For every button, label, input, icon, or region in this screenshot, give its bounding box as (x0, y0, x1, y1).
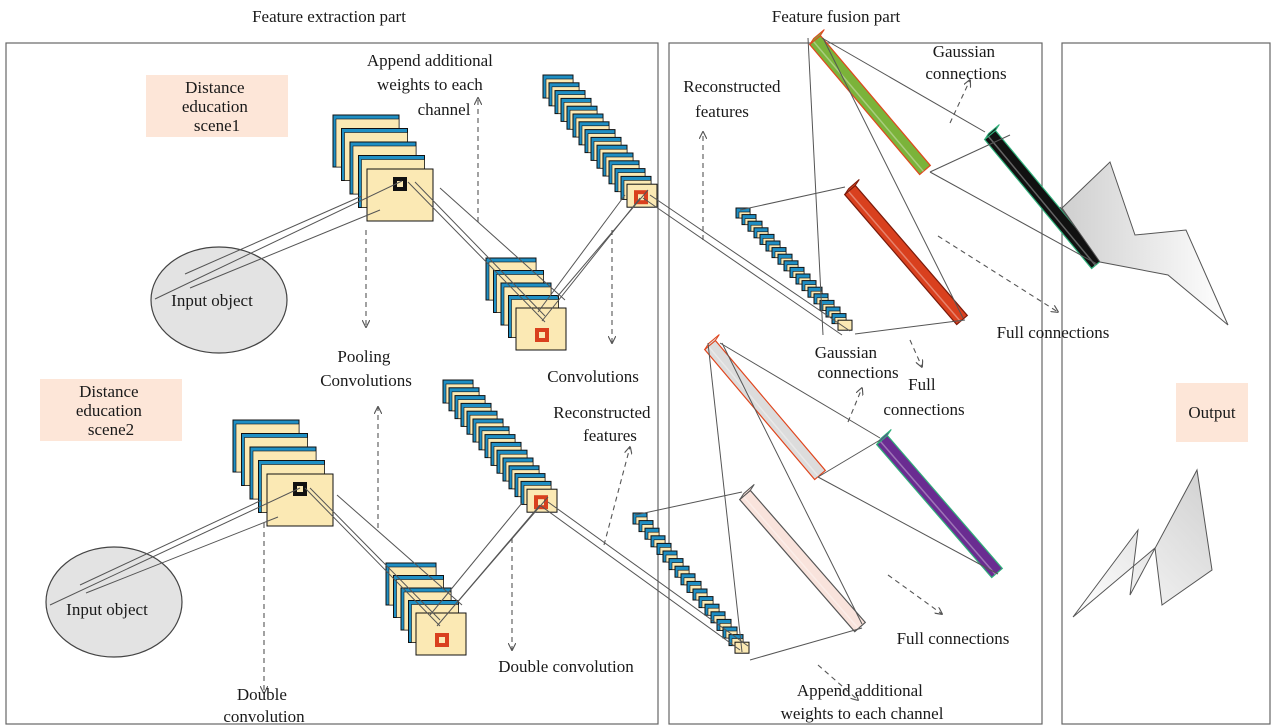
output-box (1176, 383, 1248, 442)
svg-text:Double convolution: Double convolution (223, 685, 305, 726)
gaussian-top-1: Gaussian (933, 42, 996, 61)
red-full-bar (843, 179, 969, 326)
svg-text:Pooling Convolutions: Pooling Convolutions (320, 347, 412, 390)
pooling-label-2: Convolutions (320, 371, 412, 390)
output-label: Output (1188, 403, 1236, 422)
fusion-bars (703, 29, 1104, 633)
grey-gaussian-bar (703, 334, 827, 481)
fusion-section-title: Feature fusion part (772, 7, 901, 26)
fusion-panel (668, 42, 1043, 725)
feature-stack-2c (442, 379, 558, 513)
reconstructed-top-1: Reconstructed (683, 77, 781, 96)
scene2-line1: Distance (79, 382, 138, 401)
gaussian-top-2: connections (925, 64, 1006, 83)
svg-text:Reconstructed features: Reconstructed features (553, 403, 655, 445)
extraction-section-title: Feature extraction part (252, 7, 406, 26)
extraction-panel (5, 42, 659, 725)
append-weights-bottom-1: Append additional (797, 681, 923, 700)
svg-text:Reconstructed features: Reconstructed features (683, 77, 785, 121)
feature-stack-1b (485, 257, 567, 351)
input-object-2: Input object (45, 546, 183, 658)
feature-stack-2a (232, 419, 334, 527)
gaussian-mid-1: Gaussian (815, 343, 878, 362)
feature-stack-1a (332, 114, 434, 222)
gaussian-mid-2: connections (817, 363, 898, 382)
scene1-line3: scene1 (194, 116, 240, 135)
convolutions-label: Convolutions (547, 367, 639, 386)
full-conn-bottom-label: Full connections (897, 629, 1010, 648)
input-object-2-label: Input object (66, 600, 148, 619)
svg-text:Full connections: Full connections (883, 375, 964, 419)
pooling-label-1: Pooling (337, 347, 390, 366)
double-conv-bottom-2: convolution (223, 707, 305, 726)
svg-text:Distance education: Distance education scene2 (76, 382, 146, 439)
dashed-arrows (264, 80, 1058, 700)
reconstructed-mid-2: features (583, 426, 637, 445)
output-panel (1061, 42, 1271, 725)
feature-map-stacks (232, 74, 853, 656)
reconstructed-stack-1 (735, 207, 853, 331)
append-weights-top-3: channel (418, 100, 471, 119)
purple-gaussian-bar (875, 429, 1004, 579)
reconstructed-top-2: features (695, 102, 749, 121)
full-conn-mid-1: Full (908, 375, 936, 394)
input-object-1-label: Input object (171, 291, 253, 310)
full-conn-mid-2: connections (883, 400, 964, 419)
scene2-line3: scene2 (88, 420, 134, 439)
svg-text:Gaussian connections: Gaussian connections (925, 42, 1006, 83)
double-conv-mid-label: Double convolution (498, 657, 634, 676)
append-weights-bottom-2: weights to each channel (781, 704, 944, 723)
svg-text:Distance education: Distance education scene1 (182, 78, 252, 135)
scene2-line2: education (76, 401, 143, 420)
scene1-line2: education (182, 97, 249, 116)
annotation-labels: Append additional weights to each channe… (223, 42, 1109, 726)
double-conv-bottom-1: Double (237, 685, 287, 704)
svg-text:Append additional weight: Append additional weights to each channe… (781, 681, 944, 723)
green-gaussian-bar (808, 29, 932, 176)
input-object-1: Input object (150, 246, 288, 354)
output-shapes: Output (1061, 161, 1248, 618)
reconstructed-mid-1: Reconstructed (553, 403, 651, 422)
connection-lines (49, 37, 1103, 661)
scene1-box: Distance education scene1 (146, 75, 288, 137)
svg-text:Append additional weight: Append additional weights to each channe… (367, 51, 497, 119)
pink-full-bar (738, 484, 867, 633)
scene2-box: Distance education scene2 (40, 379, 182, 441)
reconstructed-stack-2 (632, 512, 750, 654)
svg-text:Gaussian connections: Gaussian connections (815, 343, 899, 382)
scene1-line1: Distance (185, 78, 244, 97)
append-weights-top-1: Append additional (367, 51, 493, 70)
full-conn-right-label: Full connections (997, 323, 1110, 342)
feature-stack-1c (542, 74, 658, 208)
append-weights-top-2: weights to each (377, 75, 483, 94)
